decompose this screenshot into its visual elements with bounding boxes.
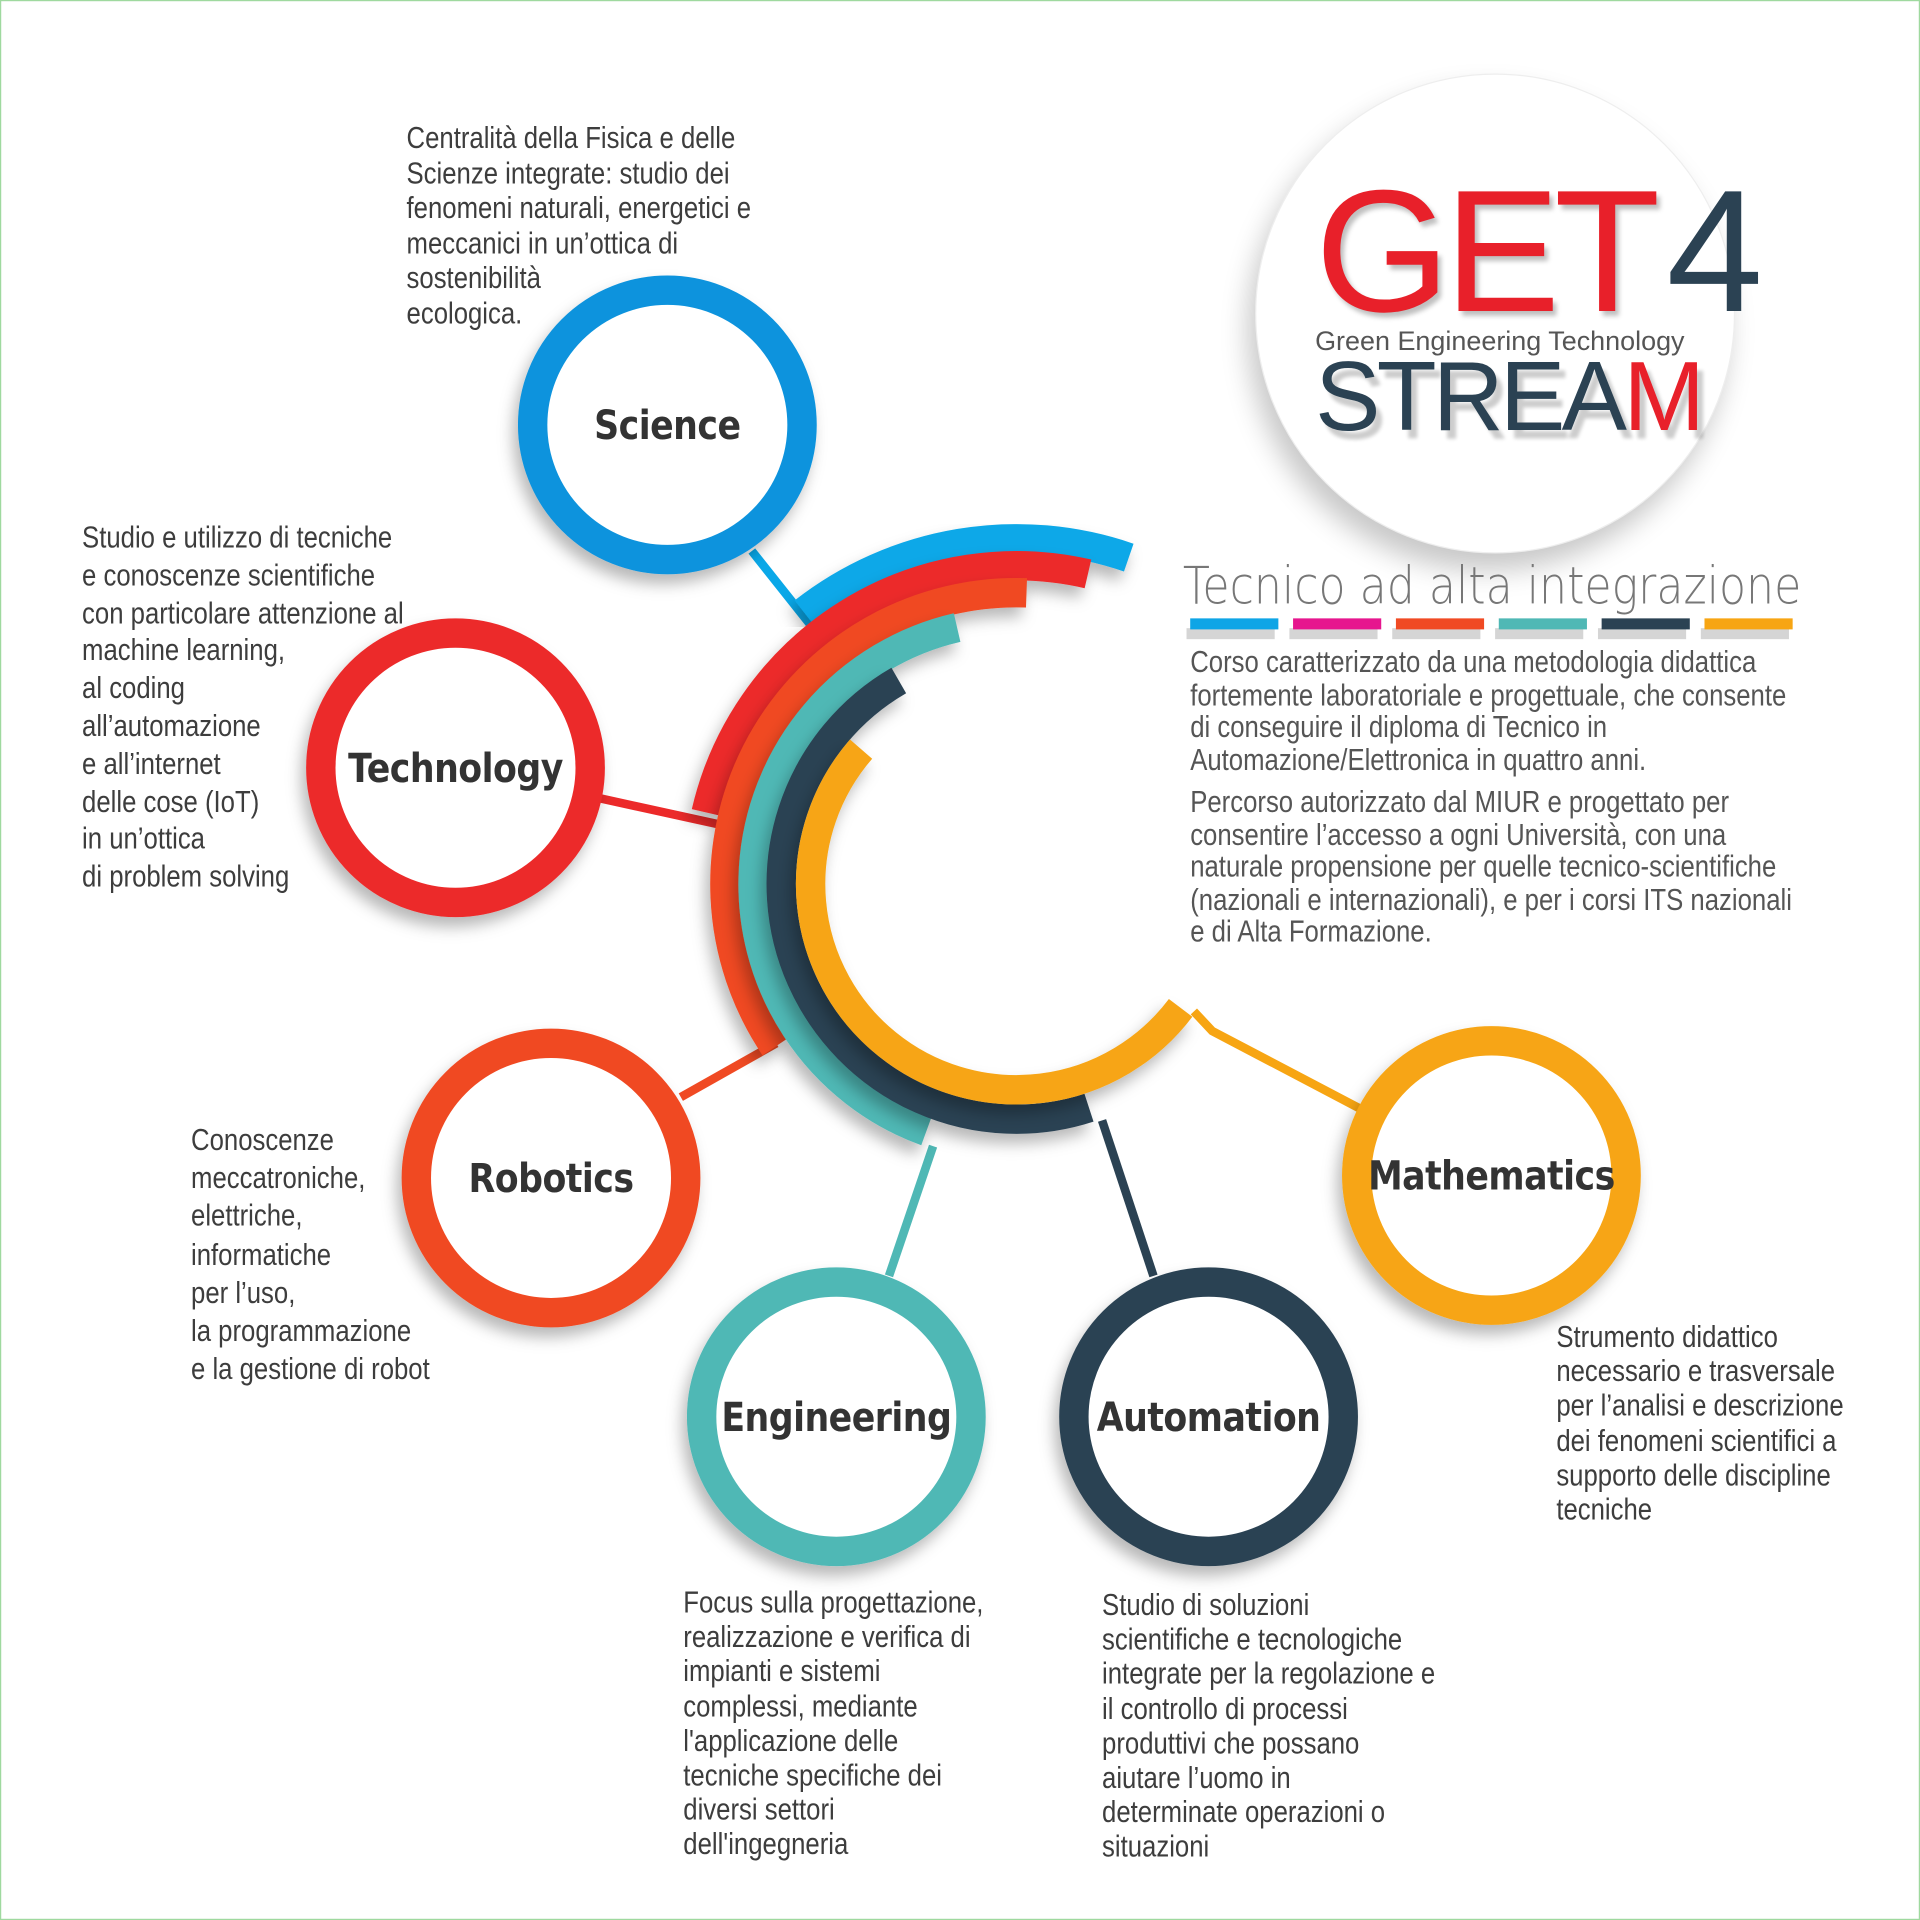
description-line: dei fenomeni scientifici a (1556, 1423, 1837, 1458)
color-bar (1293, 618, 1382, 630)
description-line: e la gestione di robot (191, 1352, 430, 1387)
science-arc (794, 524, 1134, 624)
logo-get-text: GET (1315, 154, 1660, 349)
description-line: machine learning, (82, 633, 286, 668)
color-bar (1190, 618, 1279, 630)
technology-ring[interactable] (306, 618, 605, 918)
description-line: elettriche, (191, 1199, 303, 1234)
description-line: informatiche (191, 1237, 332, 1272)
description-line: Studio e utilizzo di tecniche (82, 520, 393, 555)
technology-label: Technology (348, 743, 563, 792)
description-line: diversi settori (683, 1792, 835, 1828)
logo-title-row: GET 4 (1315, 154, 1764, 349)
description-line: ecologica. (406, 296, 523, 331)
description-line: la programmazione (191, 1313, 412, 1349)
description-line: tecniche specifiche dei (683, 1758, 942, 1793)
color-bar (1601, 618, 1690, 630)
mathematics-arc (795, 739, 1193, 1105)
description-line: Centralità della Fisica e delle (406, 121, 736, 156)
description-line: e all’internet (82, 746, 221, 781)
info-paragraph-2: Percorso autorizzato dal MIUR e progetta… (1190, 784, 1792, 949)
description-line: per l’uso, (191, 1275, 296, 1310)
logo-stream-m: M (1623, 341, 1705, 451)
info-paragraph-1: Corso caratterizzato da una metodologia … (1190, 645, 1787, 777)
color-bar (1704, 618, 1793, 630)
color-bars (1190, 618, 1793, 630)
description-line: per l’analisi e descrizione (1556, 1389, 1844, 1424)
engineering-connector-line (884, 1144, 938, 1278)
automation-connector-line (1097, 1119, 1158, 1278)
automation-ring[interactable] (1059, 1267, 1358, 1567)
description-line: e conoscenze scientifiche (82, 558, 376, 593)
description-line: dell'ingegneria (683, 1827, 849, 1862)
engineering-description: Focus sulla progettazione,realizzazione … (683, 1586, 983, 1862)
logo: GET 4 Green Engineering Technology STREA… (1315, 154, 1764, 445)
science-connector-line (748, 548, 822, 637)
description-line: situazioni (1102, 1829, 1210, 1865)
description-line: fenomeni naturali, energetici e (406, 191, 752, 226)
description-line: con particolare attenzione al (82, 595, 404, 631)
logo-stream-main: STREA (1315, 341, 1627, 451)
logo-badge (1255, 73, 1736, 554)
mathematics-connector-line (1190, 1008, 1362, 1112)
robotics-arc (710, 577, 1027, 1056)
description-line: all’automazione (82, 708, 261, 744)
robotics-connector-line (678, 1039, 779, 1101)
color-bar (1395, 618, 1485, 630)
engineering-ring[interactable] (686, 1267, 986, 1567)
logo-subtitle: Green Engineering Technology (1315, 325, 1685, 357)
description-line: il controllo di processi (1102, 1691, 1348, 1727)
robotics-label: Robotics (468, 1154, 635, 1202)
description-line: Studio di soluzioni (1102, 1588, 1310, 1623)
technology-arc (691, 551, 1092, 816)
description-line: integrate per la regolazione e (1102, 1657, 1436, 1692)
description-line: supporto delle discipline (1556, 1458, 1831, 1493)
description-line: di problem solving (82, 859, 290, 895)
description-line: Strumento didattico (1556, 1320, 1778, 1355)
description-line: impianti e sistemi (683, 1654, 881, 1690)
description-line: al coding (82, 671, 185, 706)
description-line: Scienze integrate: studio dei (406, 156, 730, 191)
description-line: scientifiche e tecnologiche (1102, 1622, 1403, 1657)
mathematics-ring[interactable] (1342, 1026, 1641, 1325)
description-line: delle cose (IoT) (82, 784, 260, 819)
description-line: Conoscenze (191, 1122, 334, 1158)
automation-arc (766, 667, 1094, 1134)
description-line: determinate operazioni o (1102, 1795, 1386, 1830)
color-bar (1498, 618, 1587, 630)
description-line: l'applicazione delle (683, 1723, 899, 1759)
logo-stream-text: STREAM (1315, 347, 1705, 445)
description-line: necessario e trasversale (1556, 1354, 1836, 1389)
science-label: Science (594, 401, 741, 449)
technology-connector-line (599, 794, 719, 829)
description-line: meccatroniche, (191, 1161, 366, 1196)
description-line: in un’ottica (82, 822, 205, 857)
description-line: realizzazione e verifica di (683, 1620, 971, 1655)
science-ring[interactable] (517, 275, 817, 575)
description-line: aiutare l’uomo in (1102, 1760, 1291, 1796)
engineering-label: Engineering (721, 1392, 952, 1441)
description-line: meccanici in un’ottica di (406, 226, 679, 261)
automation-label: Automation (1096, 1392, 1321, 1441)
description-line: complessi, mediante (683, 1689, 918, 1724)
headline: Tecnico ad alta integrazione (1182, 555, 1802, 616)
description-line: produttivi che possano (1102, 1726, 1360, 1761)
description-line: sostenibilità (406, 261, 541, 296)
engineering-arc (738, 613, 961, 1146)
mathematics-label: Mathematics (1368, 1151, 1615, 1200)
description-line: tecniche (1556, 1492, 1653, 1527)
logo-four-text: 4 (1666, 154, 1764, 349)
robotics-ring[interactable] (401, 1028, 701, 1328)
description-line: Focus sulla progettazione, (683, 1585, 984, 1621)
